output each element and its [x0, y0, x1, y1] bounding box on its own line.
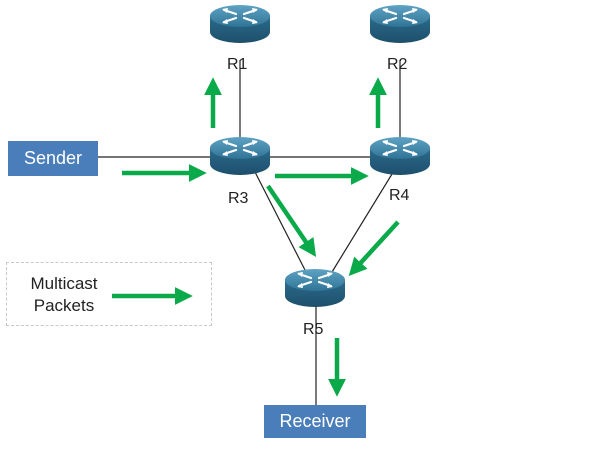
link-r4-r5 — [331, 173, 393, 273]
links — [98, 60, 401, 405]
legend-label: Multicast Packets — [19, 273, 109, 317]
receiver-box: Receiver — [264, 405, 366, 438]
label-r5: R5 — [303, 321, 324, 338]
link-r3-r5 — [254, 171, 306, 271]
legend-box: Multicast Packets — [6, 262, 212, 326]
sender-box: Sender — [8, 141, 98, 176]
router-icon-r2 — [368, 3, 432, 45]
multicast-arrow-r4-r5 — [348, 220, 400, 276]
legend-line2: Packets — [33, 296, 95, 315]
label-r2: R2 — [387, 56, 408, 73]
router-icon-r5 — [283, 267, 347, 309]
router-icon-r3 — [208, 135, 272, 177]
router-icon-r1 — [208, 3, 272, 45]
label-r4: R4 — [389, 187, 410, 204]
router-icon-r4 — [368, 135, 432, 177]
multicast-arrow-r3-r5 — [266, 184, 317, 257]
legend-line1: Multicast — [30, 274, 98, 293]
label-r1: R1 — [227, 56, 248, 73]
multicast-arrows — [112, 77, 400, 397]
label-r3: R3 — [228, 190, 249, 207]
